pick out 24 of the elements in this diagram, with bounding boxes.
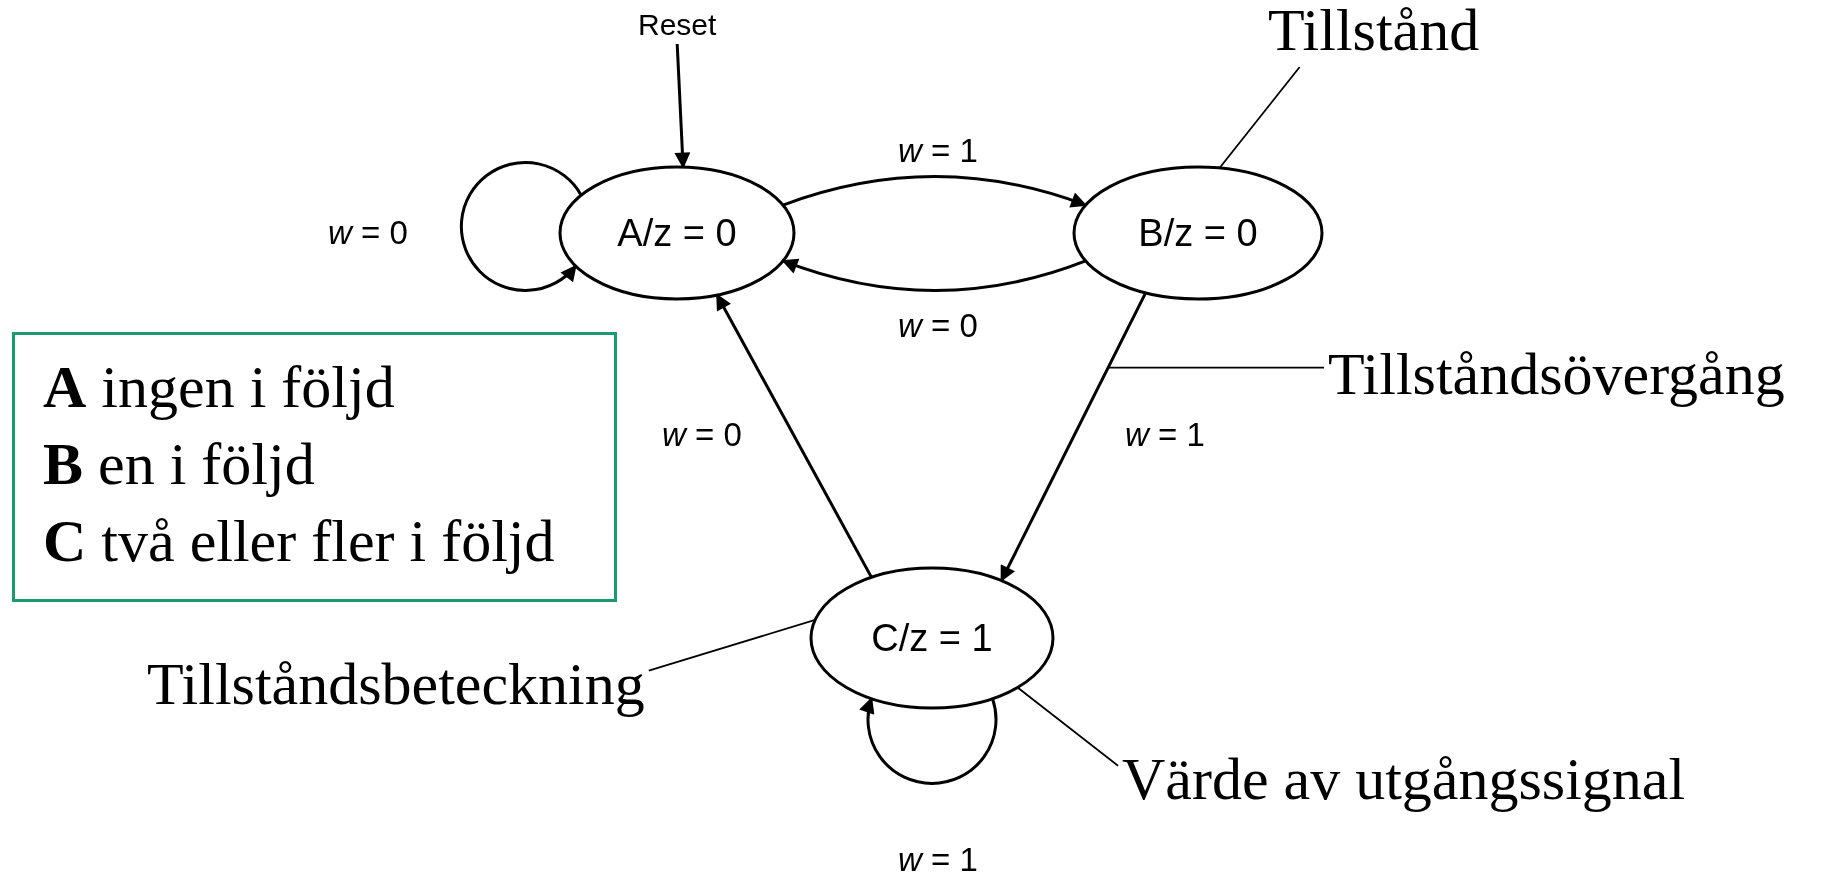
- leader-line: [647, 619, 816, 672]
- self-loop-arrow: [859, 697, 998, 785]
- legend-line: A ingen i följd: [43, 353, 396, 422]
- annotation-text: Värde av utgångssignal: [1122, 745, 1686, 814]
- state-ellipse: [558, 165, 796, 301]
- reset-label: Reset: [638, 8, 717, 42]
- state-ellipse: [1072, 165, 1324, 301]
- state-label: C/z = 1: [870, 616, 994, 660]
- transition-arrow: [715, 293, 873, 579]
- legend-box: [12, 332, 617, 602]
- self-loop-arrow: [459, 161, 583, 292]
- leader-line: [1218, 66, 1301, 169]
- annotation-text: Tillståndsbeteckning: [147, 650, 645, 719]
- leader-line: [1016, 686, 1119, 767]
- transition-arrow: [1000, 292, 1147, 583]
- legend-line: B en i följd: [43, 430, 316, 499]
- legend-line: C två eller fler i följd: [43, 507, 556, 576]
- state-label: B/z = 0: [1137, 211, 1259, 255]
- transition-arrow: [781, 258, 1087, 292]
- state-ellipse: [809, 566, 1055, 710]
- leader-line: [1107, 366, 1325, 369]
- annotation-text: Tillstånd: [1268, 0, 1480, 65]
- state-label: A/z = 0: [616, 211, 738, 255]
- annotation-text: Tillståndsövergång: [1328, 340, 1785, 409]
